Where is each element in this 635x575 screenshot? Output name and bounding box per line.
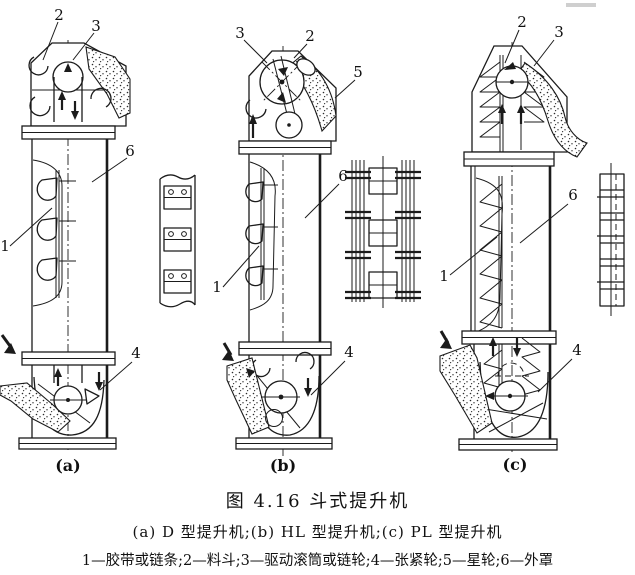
bucket <box>36 217 58 241</box>
discharge-chute <box>85 46 131 119</box>
feed-chute <box>226 357 270 435</box>
callout-bucket: 2 <box>54 6 64 24</box>
callout-drive: 3 <box>235 24 245 42</box>
figure-drawing: 2 3 6 1 4 (a) <box>0 3 625 475</box>
chain-strand <box>395 160 421 302</box>
callout-tension: 4 <box>131 344 141 362</box>
elevator-a: 2 3 6 1 4 (a) <box>0 6 141 475</box>
callout-star: 5 <box>353 63 363 81</box>
bucket <box>245 265 264 287</box>
bucket-zigzag <box>479 61 501 138</box>
boot-section <box>0 334 117 450</box>
bucket <box>295 351 315 370</box>
callout-casing: 6 <box>568 186 578 204</box>
bucket <box>36 177 58 201</box>
chain-buckets <box>368 156 398 308</box>
head-section <box>463 45 588 167</box>
elevator-c: 2 3 6 1 4 (c) <box>439 13 588 474</box>
bolted-bucket <box>163 185 192 210</box>
callout-chain: 1 <box>212 278 222 296</box>
casing <box>31 139 109 352</box>
feed-arrow-icon <box>0 334 12 347</box>
callouts-a: 2 3 6 1 4 (a) <box>0 6 141 475</box>
bucket <box>296 58 316 76</box>
bucket <box>245 223 264 245</box>
bucket <box>245 181 264 203</box>
drive-pulley <box>52 61 84 93</box>
callout-casing: 6 <box>338 167 348 185</box>
casing <box>245 154 322 342</box>
callout-bucket: 2 <box>305 27 315 45</box>
figure-legend: 1—胶带或链条;2—料斗;3—驱动滚筒或链轮;4—张紧轮;5—星轮;6—外罩 <box>81 553 554 569</box>
head-section <box>21 42 131 140</box>
bucket <box>29 96 51 117</box>
bucket <box>245 99 267 119</box>
panel-label-c: (c) <box>503 455 528 474</box>
callout-tension: 4 <box>344 343 354 361</box>
belt-detail-strip <box>159 174 196 308</box>
callout-chain: 1 <box>439 267 449 285</box>
callout-tension: 4 <box>572 341 582 359</box>
panel-label-a: (a) <box>55 456 81 475</box>
chain-strand <box>345 160 371 302</box>
bucket-zigzag <box>521 337 541 396</box>
bucket-zigzag <box>483 349 503 389</box>
callout-drive: 3 <box>554 23 564 41</box>
elevator-b: 3 2 5 6 1 4 (b) <box>212 24 363 475</box>
callouts-b: 3 2 5 6 1 4 (b) <box>212 24 363 475</box>
callout-bucket: 2 <box>517 13 527 31</box>
boot-section <box>222 341 333 450</box>
bolted-bucket <box>163 269 192 294</box>
plate-chain-detail-strip <box>597 163 625 316</box>
bucket <box>28 56 49 76</box>
feed-chute <box>0 382 71 433</box>
feed-chute <box>439 344 493 434</box>
flow-arrow-icon <box>64 63 72 72</box>
bucket-zigzag <box>479 183 503 329</box>
callouts-c: 2 3 6 1 4 (c) <box>439 13 582 474</box>
callout-casing: 6 <box>125 142 135 160</box>
head-section <box>238 50 337 155</box>
callout-belt: 1 <box>0 237 10 255</box>
figure-subtitle: (a) D 型提升机;(b) HL 型提升机;(c) PL 型提升机 <box>132 523 503 541</box>
chain-detail-strip <box>345 156 421 308</box>
bucket <box>36 257 58 281</box>
discharge-chute <box>517 62 588 158</box>
bucket <box>90 87 112 108</box>
casing <box>470 166 552 333</box>
scan-artifact <box>566 3 596 7</box>
figure-title: 图 4.16 斗式提升机 <box>225 491 410 512</box>
boot-section <box>439 330 558 451</box>
callout-drive: 3 <box>91 17 101 35</box>
panel-label-b: (b) <box>270 456 296 475</box>
bolted-bucket <box>163 227 192 252</box>
